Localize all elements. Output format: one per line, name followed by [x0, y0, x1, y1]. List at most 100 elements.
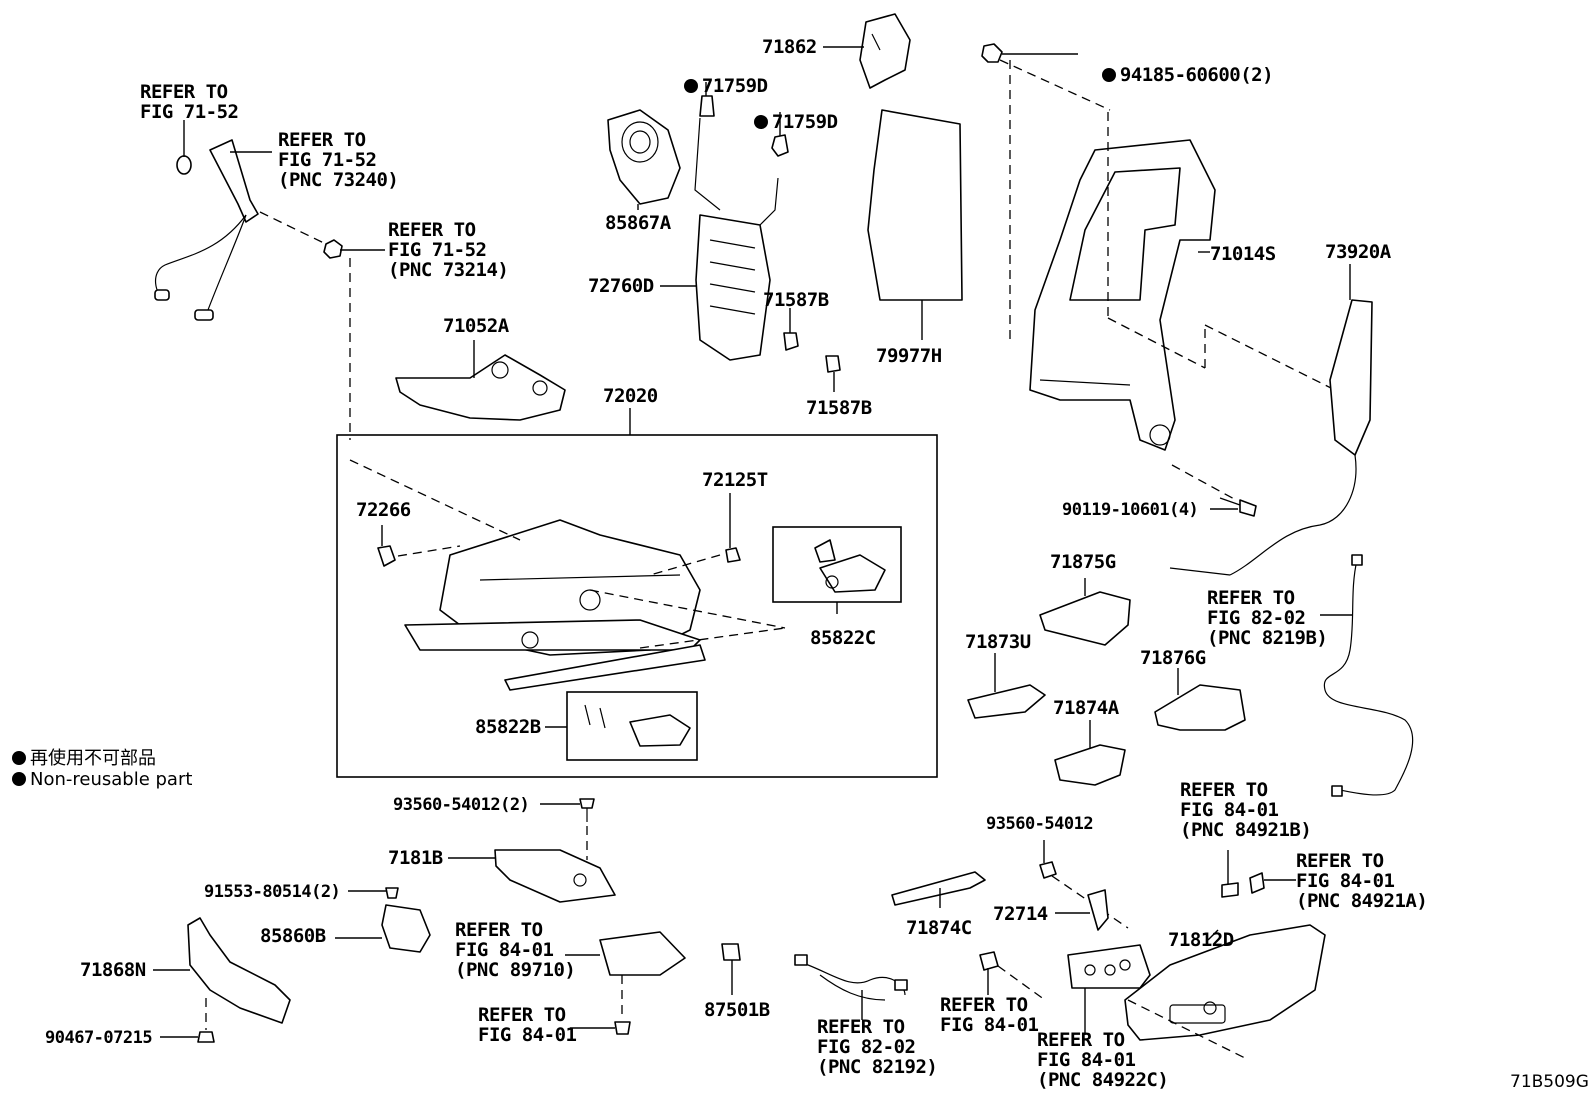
knob-84921B-part[interactable]: [1221, 882, 1239, 898]
refer-fig-71-52-pnc-73240-label[interactable]: REFER TO FIG 71-52 (PNC 73240): [278, 129, 399, 191]
non-reusable-icon: [683, 79, 698, 93]
refer-fig-84-01-pnc-89710-label[interactable]: REFER TO FIG 84-01 (PNC 89710): [455, 919, 576, 981]
legend-jp-text: 再使用不可部品: [30, 748, 156, 769]
part-94185-label[interactable]: 94185-60600(2): [1080, 45, 1274, 86]
motor-85822B-part[interactable]: [584, 704, 691, 747]
part-71868N-label[interactable]: 71868N: [80, 959, 146, 981]
lumbar-support-72760D-part[interactable]: [694, 117, 779, 361]
part-79977H-label[interactable]: 79977H: [876, 345, 942, 367]
refer-fig-82-02-pnc-82192-label[interactable]: REFER TO FIG 82-02 (PNC 82192): [817, 1016, 938, 1078]
side-airbag-cover-85867A-part[interactable]: [607, 109, 681, 205]
lever-72714-part[interactable]: [1087, 889, 1109, 931]
legend-en: Non-reusable part: [12, 769, 192, 790]
bolt-91553-part[interactable]: [385, 887, 399, 899]
side-trim-71812D-part[interactable]: [1124, 924, 1326, 1041]
non-reusable-icon: [1101, 68, 1116, 82]
refer-fig-84-01-pnc-84922C-label[interactable]: REFER TO FIG 84-01 (PNC 84922C): [1037, 1029, 1169, 1091]
clip-71587B-2-part[interactable]: [825, 355, 841, 373]
non-reusable-icon: [753, 115, 768, 129]
motor-85822C-part[interactable]: [814, 539, 886, 593]
non-reusable-icon: [12, 751, 26, 765]
refer-fig-82-02-pnc-8219B-label[interactable]: REFER TO FIG 82-02 (PNC 8219B): [1207, 587, 1328, 649]
part-71873U-label[interactable]: 71873U: [965, 631, 1031, 653]
part-71812D-label[interactable]: 71812D: [1168, 929, 1234, 951]
part-71014S-label[interactable]: 71014S: [1210, 243, 1276, 265]
part-72020-label[interactable]: 72020: [603, 385, 658, 407]
bolt-93560-part[interactable]: [1039, 861, 1057, 879]
screw-ecu-part[interactable]: [614, 1021, 631, 1035]
seat-belt-buckle-part[interactable]: [154, 139, 259, 321]
refer-fig-71-52-label[interactable]: REFER TO FIG 71-52: [140, 81, 239, 123]
wire-harness-8219B-part[interactable]: [1323, 554, 1414, 797]
part-number: 71759D: [701, 75, 768, 97]
bracket-71873U-part[interactable]: [967, 684, 1046, 719]
part-71587B-2-label[interactable]: 71587B: [806, 397, 872, 419]
refer-fig-84-01-ecu-screw-label[interactable]: REFER TO FIG 84-01: [478, 1004, 577, 1046]
side-cover-71868N-part[interactable]: [187, 917, 291, 1024]
refer-fig-84-01-screw-label[interactable]: REFER TO FIG 84-01: [940, 994, 1039, 1036]
part-85860B-label[interactable]: 85860B: [260, 925, 326, 947]
refer-fig-84-01-pnc-84921B-label[interactable]: REFER TO FIG 84-01 (PNC 84921B): [1180, 779, 1312, 841]
part-71759D-1-label[interactable]: 71759D: [662, 56, 768, 96]
knob-84921A-part[interactable]: [1249, 872, 1265, 894]
buckle-nut-part[interactable]: [323, 239, 343, 259]
bolt-90119-part[interactable]: [1219, 497, 1257, 517]
part-71876G-label[interactable]: 71876G: [1140, 647, 1206, 669]
non-reusable-icon: [12, 772, 26, 786]
bracket-7181B-part[interactable]: [494, 849, 616, 903]
seat-ecu-89710-part[interactable]: [599, 931, 686, 976]
part-90467-label[interactable]: 90467-07215: [45, 1028, 153, 1048]
headrest-guide-71862-part[interactable]: [859, 13, 911, 89]
clip-90467-part[interactable]: [197, 1031, 215, 1043]
seatback-frame-71014S-part[interactable]: [1029, 139, 1216, 451]
part-93560-2-label[interactable]: 93560-54012(2): [393, 795, 530, 815]
nut-94185-part[interactable]: [981, 43, 1003, 63]
part-72714-label[interactable]: 72714: [993, 903, 1048, 925]
bracket-72266-part[interactable]: [377, 545, 396, 567]
part-91553-label[interactable]: 91553-80514(2): [204, 882, 341, 902]
part-72125T-label[interactable]: 72125T: [702, 469, 768, 491]
connector-87501B-part[interactable]: [721, 943, 741, 961]
part-73920A-label[interactable]: 73920A: [1325, 241, 1391, 263]
bolt-93560-2-part[interactable]: [579, 798, 595, 822]
part-90119-label[interactable]: 90119-10601(4): [1062, 500, 1199, 520]
refer-fig-71-52-pnc-73214-label[interactable]: REFER TO FIG 71-52 (PNC 73214): [388, 219, 509, 281]
bracket-71875G-part[interactable]: [1039, 591, 1131, 646]
clip-71759D-1-part[interactable]: [699, 95, 715, 117]
part-85822B-label[interactable]: 85822B: [475, 716, 541, 738]
part-87501B-label[interactable]: 87501B: [704, 999, 770, 1021]
bracket-71876G-part[interactable]: [1154, 684, 1246, 731]
switch-panel-71812D-part[interactable]: [1067, 944, 1151, 989]
part-71052A-label[interactable]: 71052A: [443, 315, 509, 337]
part-71875G-label[interactable]: 71875G: [1050, 551, 1116, 573]
clip-71759D-2-part[interactable]: [771, 134, 789, 157]
screw-84-01-part[interactable]: [979, 951, 999, 971]
side-airbag-73920A-part[interactable]: [1169, 299, 1373, 576]
seat-adjuster-72020-part[interactable]: [404, 519, 706, 691]
recliner-mechanism-71052A-part[interactable]: [395, 354, 566, 421]
switch-base-85860B-part[interactable]: [381, 904, 431, 953]
part-number: 94185-60600(2): [1119, 64, 1274, 86]
part-71759D-2-label[interactable]: 71759D: [732, 92, 838, 132]
part-7181B-label[interactable]: 7181B: [388, 847, 443, 869]
refer-fig-84-01-pnc-84921A-label[interactable]: REFER TO FIG 84-01 (PNC 84921A): [1296, 850, 1428, 912]
part-71874A-label[interactable]: 71874A: [1053, 697, 1119, 719]
seat-adjuster-assembly-box: [336, 434, 938, 778]
part-93560-label[interactable]: 93560-54012: [986, 814, 1094, 834]
part-72760D-label[interactable]: 72760D: [588, 275, 654, 297]
seatback-pad-79977H-part[interactable]: [867, 109, 963, 301]
bracket-72125T-part[interactable]: [725, 547, 741, 563]
bracket-71874A-part[interactable]: [1054, 744, 1126, 786]
part-71862-label[interactable]: 71862: [762, 36, 817, 58]
wire-harness-82192-part[interactable]: [794, 954, 908, 1001]
trim-71874C-part[interactable]: [891, 871, 986, 906]
part-85822C-label[interactable]: 85822C: [810, 627, 876, 649]
part-72266-label[interactable]: 72266: [356, 499, 411, 521]
part-71874C-label[interactable]: 71874C: [906, 917, 972, 939]
part-85867A-label[interactable]: 85867A: [605, 212, 671, 234]
part-71587B-1-label[interactable]: 71587B: [763, 289, 829, 311]
clip-71587B-1-part[interactable]: [783, 332, 799, 351]
diagram-code: 71B509G: [1510, 1072, 1589, 1092]
